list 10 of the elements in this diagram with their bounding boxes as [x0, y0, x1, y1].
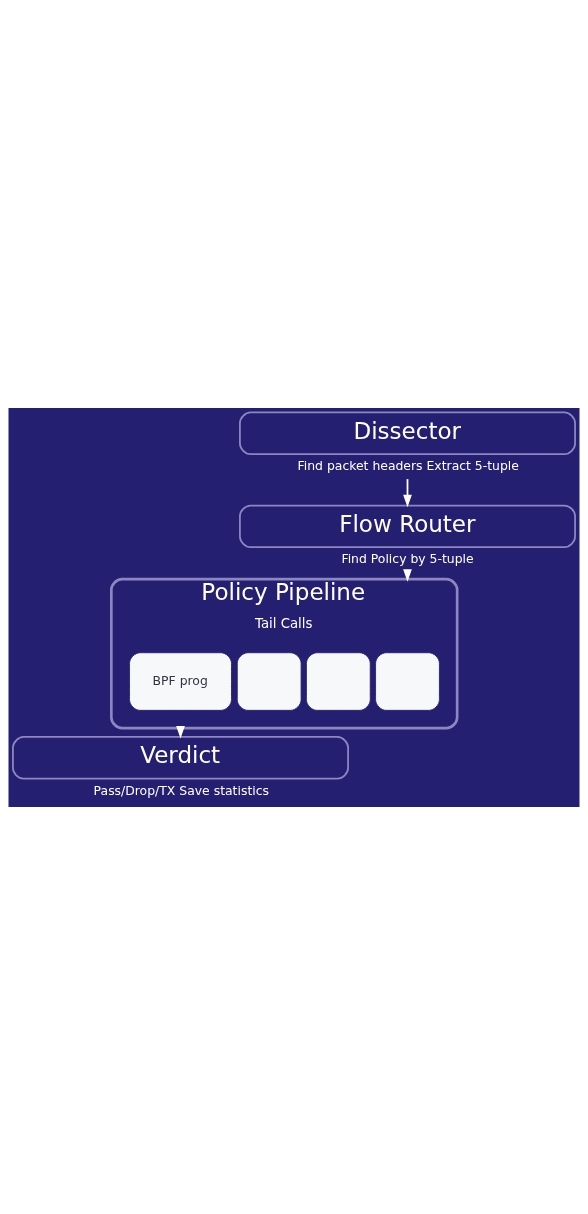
node-label: Pass/Drop/TX Save statistics	[93, 782, 269, 798]
node-box: Dissector	[239, 411, 576, 455]
node-box: Flow Router	[239, 504, 576, 548]
node-label: Find packet headers Extract 5-tuple	[297, 457, 519, 473]
node-box	[375, 651, 440, 711]
node-label: Find Policy by 5-tuple	[341, 550, 474, 566]
node-box: BPF prog	[129, 651, 232, 711]
node-box	[236, 651, 302, 711]
node-box	[305, 651, 371, 711]
node-box: Verdict	[12, 735, 349, 779]
